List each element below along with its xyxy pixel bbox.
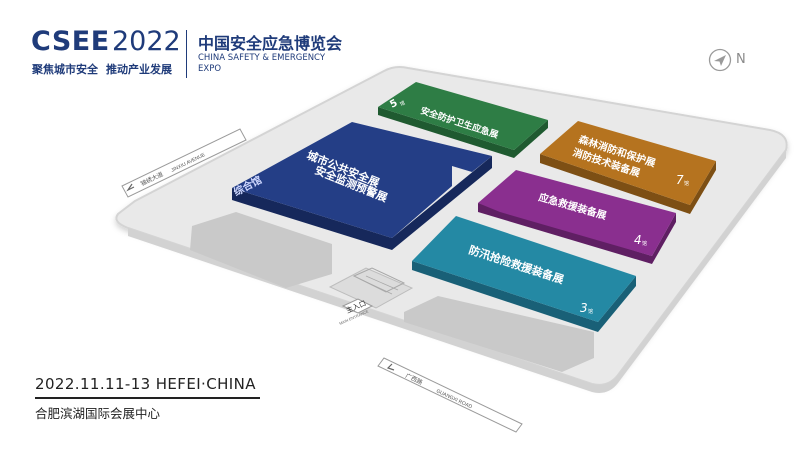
hall-3: 防汛抢险救援装备展 3 馆	[412, 216, 636, 332]
hall-3-number: 3	[580, 301, 588, 315]
brand-acronym: CSEE	[31, 26, 110, 57]
road-sign-guangxi: 广西路 GUANGXI ROAD	[377, 357, 523, 433]
parking-area-south	[404, 296, 594, 372]
hall-7: 森林消防和保护展 消防技术装备展 7 馆	[540, 121, 716, 214]
entrance-marker: 主入口 MAIN ENTRANCE	[339, 298, 374, 326]
entrance-stairs	[352, 267, 406, 293]
hall-4: 应急救援装备展 4 馆	[478, 170, 676, 264]
event-date-location: 2022.11.11-13 HEFEI·CHINA	[35, 375, 256, 393]
hall-7-number: 7	[676, 173, 684, 187]
hall-5-number: 5	[388, 98, 399, 111]
hall-main: 城市公共安全展 安全监测预警展 综合馆	[231, 122, 492, 250]
hall-7-suffix: 馆	[684, 180, 689, 187]
hall-4-number: 4	[634, 233, 642, 247]
slogan-2: 推动产业发展	[106, 63, 172, 76]
hall-5-suffix: 馆	[399, 99, 407, 108]
header-divider	[186, 30, 187, 78]
compass-arrow-icon	[708, 48, 732, 72]
brand-year: 2022	[112, 26, 181, 57]
site-base-edge	[128, 150, 786, 393]
compass-north-label: N	[736, 52, 746, 67]
hall-3-suffix: 馆	[588, 308, 593, 315]
expo-title-cn: 中国安全应急博览会	[198, 34, 343, 53]
expo-title-en: CHINA SAFETY & EMERGENCY EXPO	[198, 53, 378, 75]
expo-title-en-line2: EXPO	[198, 64, 222, 74]
hall-4-suffix: 馆	[642, 240, 647, 247]
hall-5: 5 馆 安全防护卫生应急展	[378, 82, 548, 158]
parking-area-west	[190, 212, 332, 288]
expo-title-en-line1: CHINA SAFETY & EMERGENCY	[198, 53, 326, 63]
footer-divider	[35, 397, 260, 399]
event-venue: 合肥滨湖国际会展中心	[35, 406, 161, 421]
slogan-1: 聚焦城市安全	[32, 63, 98, 76]
